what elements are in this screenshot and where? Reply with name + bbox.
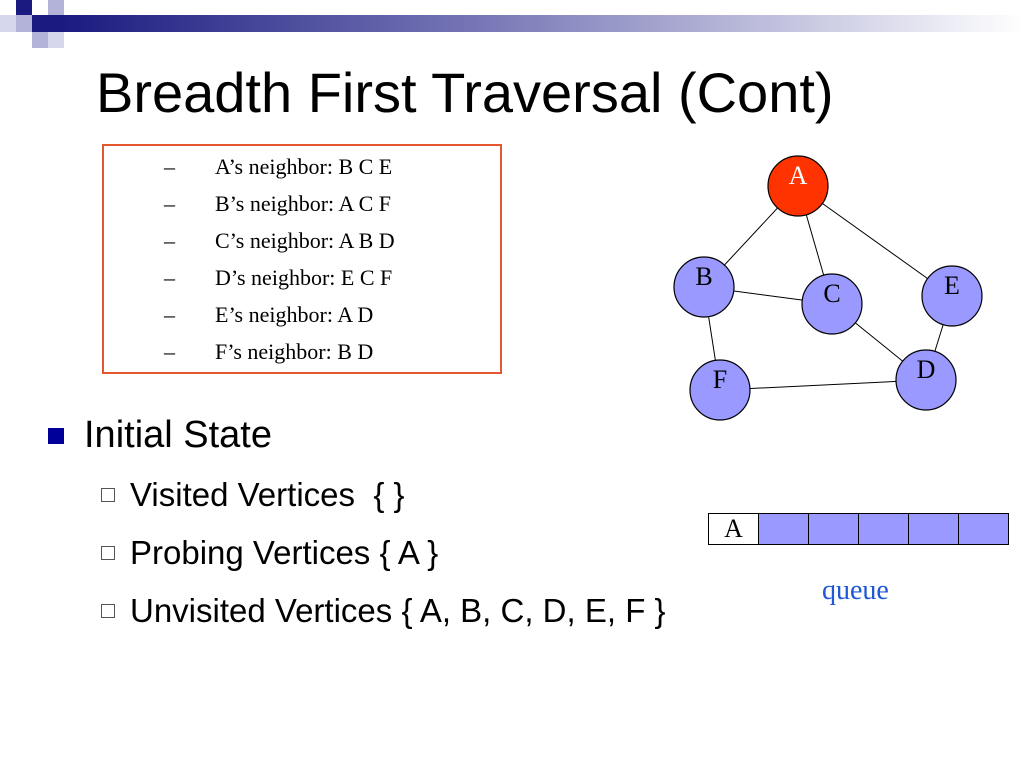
node-label: A bbox=[789, 161, 808, 190]
checkbox-bullet bbox=[101, 604, 115, 618]
edge-d-f bbox=[719, 379, 927, 391]
node-d: D bbox=[895, 349, 957, 411]
queue-cell bbox=[859, 514, 909, 544]
node-b: B bbox=[673, 256, 735, 318]
queue: A bbox=[708, 513, 1009, 545]
header-decoration bbox=[0, 0, 1024, 48]
edge-a-e bbox=[797, 185, 953, 297]
visited-vertices: Visited Vertices { } bbox=[130, 476, 405, 513]
node-label: D bbox=[917, 355, 936, 384]
queue-cell bbox=[909, 514, 959, 544]
node-e: E bbox=[921, 265, 983, 327]
node-f: F bbox=[689, 359, 751, 421]
node-circle bbox=[801, 273, 863, 335]
neighbor-text: E’s neighbor: A D bbox=[215, 302, 374, 327]
neighbor-text: A’s neighbor: B C E bbox=[215, 154, 393, 179]
queue-cell bbox=[759, 514, 809, 544]
main-bullet bbox=[48, 428, 64, 444]
state-heading: Initial State bbox=[84, 414, 272, 456]
queue-label: queue bbox=[822, 575, 889, 606]
dash-marker: – bbox=[164, 228, 175, 253]
node-circle bbox=[767, 155, 829, 217]
neighbor-text: B’s neighbor: A C F bbox=[215, 191, 392, 216]
dash-marker: – bbox=[164, 302, 175, 327]
queue-cell bbox=[959, 514, 1009, 544]
node-a: A bbox=[767, 155, 829, 217]
dash-marker: – bbox=[164, 154, 175, 179]
node-label: F bbox=[713, 365, 727, 394]
node-label: B bbox=[695, 262, 712, 291]
dash-marker: – bbox=[164, 191, 175, 216]
probing-vertices: Probing Vertices { A } bbox=[130, 534, 439, 571]
neighbor-text: F’s neighbor: B D bbox=[215, 339, 374, 364]
checkbox-bullet bbox=[101, 546, 115, 560]
node-c: C bbox=[801, 273, 863, 335]
node-circle bbox=[689, 359, 751, 421]
node-circle bbox=[895, 349, 957, 411]
checkbox-bullet bbox=[101, 488, 115, 502]
node-label: E bbox=[944, 271, 960, 300]
dash-marker: – bbox=[164, 339, 175, 364]
neighbor-text: D’s neighbor: E C F bbox=[215, 265, 393, 290]
slide-title: Breadth First Traversal (Cont) bbox=[96, 61, 834, 124]
dash-marker: – bbox=[164, 265, 175, 290]
graph-diagram: A B C D E F bbox=[673, 155, 983, 421]
node-circle bbox=[673, 256, 735, 318]
unvisited-vertices: Unvisited Vertices { A, B, C, D, E, F } bbox=[130, 592, 666, 629]
neighbor-text: C’s neighbor: A B D bbox=[215, 228, 395, 253]
node-circle bbox=[921, 265, 983, 327]
queue-cell: A bbox=[709, 514, 759, 544]
neighbor-list-box: – A’s neighbor: B C E – B’s neighbor: A … bbox=[102, 144, 502, 374]
node-label: C bbox=[823, 279, 840, 308]
queue-cell bbox=[809, 514, 859, 544]
